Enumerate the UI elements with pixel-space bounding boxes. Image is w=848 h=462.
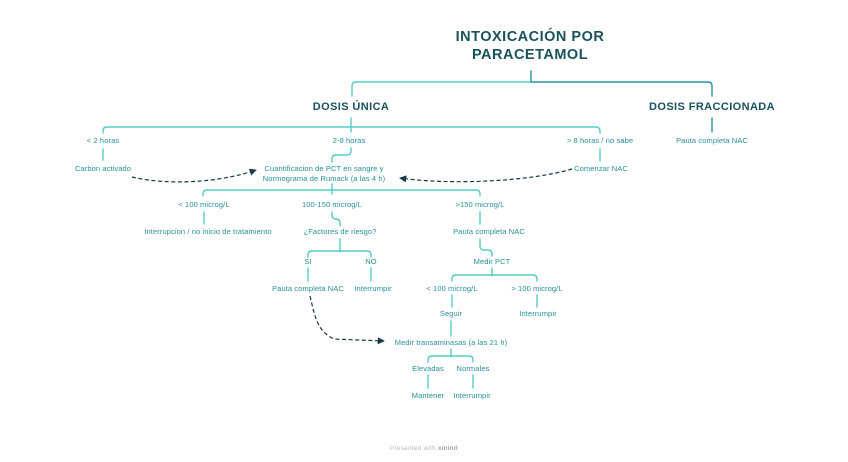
- cuantificacion-line2: Normograma de Rumack (a las 4 h): [262, 173, 386, 183]
- node-interrumpir-normales: Interrumpir: [453, 391, 491, 400]
- branch-lines-dark: [530, 70, 713, 133]
- node-carbon-activado: Carbon activado: [74, 164, 132, 173]
- dashed-arrow-pauta-to-transaminasas: [309, 295, 385, 345]
- node-pauta-completa-fraccionada: Pauta completa NAC: [676, 136, 748, 145]
- cuantificacion-line1: Cuantificacion de PCT en sangre y: [264, 164, 384, 173]
- node-mantener: Mantener: [411, 391, 445, 400]
- node-seguir: Seguir: [439, 309, 463, 318]
- watermark-text: Presented with: [390, 445, 436, 452]
- node-gt-150-microg: >150 microg/L: [455, 200, 505, 209]
- watermark: Presented with xmind: [390, 445, 458, 452]
- node-pauta-completa-gt150: Pauta completa NAC: [453, 227, 525, 236]
- node-elevadas: Elevadas: [412, 364, 444, 373]
- page-title: INTOXICACIÓN POR PARACETAMOL: [455, 29, 605, 63]
- node-dosis-fraccionada: DOSIS FRACCIONADA: [649, 101, 775, 113]
- node-cuantificacion-pct: Cuantificacion de PCT en sangre y Normog…: [263, 164, 385, 183]
- node-100-150-microg: 100-150 microg/L: [302, 200, 362, 209]
- node-interrumpir-gt100: Interrumpir: [519, 309, 557, 318]
- node-interrupcion-tratamiento: Interrupcion / no inicio de tratamiento: [144, 227, 272, 236]
- node-si: SI: [304, 257, 312, 266]
- node-no: NO: [365, 257, 377, 266]
- watermark-brand: xmind: [437, 445, 458, 452]
- node-lt-2-horas: < 2 horas: [86, 136, 120, 145]
- node-pauta-completa-si: Pauta completa NAC: [272, 284, 344, 293]
- node-lt-100-microg-pct: < 100 microg/L: [426, 284, 478, 293]
- node-medir-pct: Medir PCT: [473, 257, 511, 266]
- node-lt-100-microg: < 100 microg/L: [178, 200, 230, 209]
- dashed-arrow-comenzar-to-cuantificacion: [399, 168, 573, 183]
- node-interrumpir-no: Interrumpir: [354, 284, 392, 293]
- node-gt-100-microg-pct: > 100 microg/L: [511, 284, 563, 293]
- node-factores-riesgo: ¿Factores de riesgo?: [303, 227, 377, 236]
- node-comenzar-nac: Comenzar NAC: [574, 164, 628, 173]
- node-2-8-horas: 2-8 horas: [332, 136, 366, 145]
- node-normales: Normales: [456, 364, 490, 373]
- branch-lines-light: [102, 81, 601, 389]
- node-dosis-unica: DOSIS ÚNICA: [312, 101, 390, 113]
- node-medir-transaminasas: Medir transaminasas (a las 21 h): [394, 338, 508, 347]
- dashed-arrow-carbon-to-cuantificacion: [131, 168, 257, 183]
- node-gt-8-horas: > 8 horas / no sabe: [566, 136, 634, 145]
- dashed-arrows: [131, 168, 573, 345]
